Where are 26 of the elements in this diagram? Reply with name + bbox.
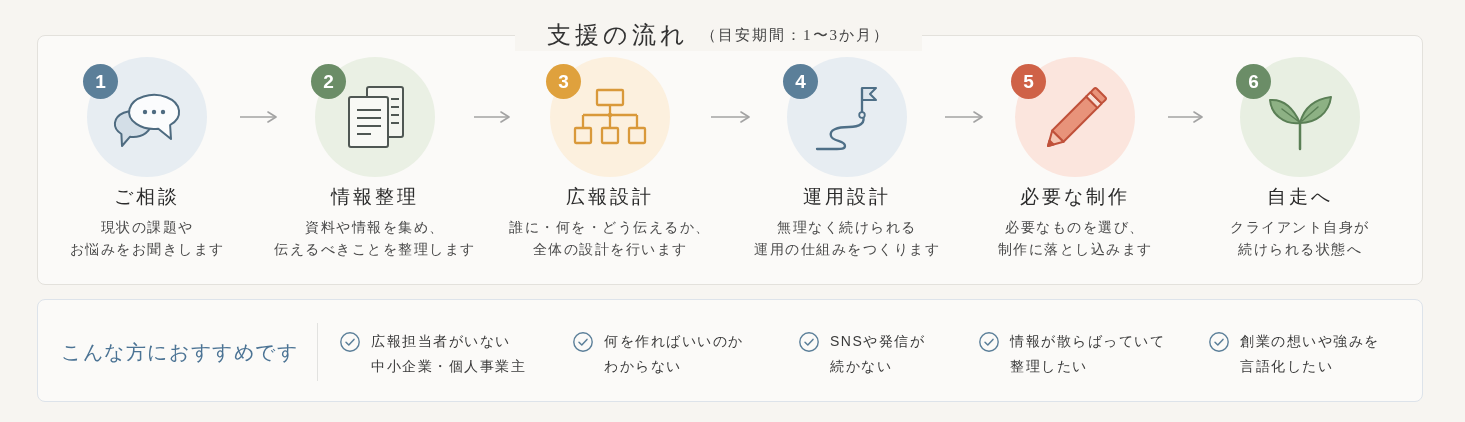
step-description: 無理なく続けられる運用の仕組みをつくります [754, 219, 940, 259]
step-description: 資料や情報を集め、伝えるべきことを整理します [274, 219, 476, 259]
step-description: 現状の課題やお悩みをお聞きします [69, 219, 225, 259]
arrow [1167, 111, 1203, 123]
arrow [473, 111, 510, 123]
step-description: 誰に・何を・どう伝えるか、全体の設計を行います [509, 219, 711, 259]
step-title: 必要な制作 [1020, 185, 1130, 209]
step-title: ご相談 [114, 185, 180, 209]
recommendation-text: 創業の想いや強みを言語化したい [1240, 332, 1380, 376]
recommendation-text: 情報が散らばっていて整理したい [1010, 332, 1165, 376]
recommendation-text: 何を作ればいいのかわからない [604, 332, 744, 376]
arrow [944, 111, 983, 123]
recommendation-text: 広報担当者がいない中小企業・個人事業主 [371, 332, 526, 376]
step-title: 広報設計 [566, 185, 654, 209]
recommendation-panel [37, 299, 1423, 402]
step-description: 必要なものを選び、制作に落とし込みます [997, 219, 1153, 259]
panel-heading: 支援の流れ [547, 21, 689, 50]
arrow [710, 111, 750, 123]
step-description: クライアント自身が続けられる状態へ [1230, 219, 1370, 259]
recommendation-text: SNSや発信が続かない [830, 332, 926, 376]
recommendation-heading: こんな方におすすめです [61, 340, 299, 365]
step-title: 自走へ [1267, 185, 1333, 209]
step-title: 運用設計 [803, 185, 891, 209]
period-note: （目安期間：1〜3か月） [701, 26, 890, 45]
step-title: 情報整理 [331, 185, 419, 209]
arrow [239, 111, 277, 123]
